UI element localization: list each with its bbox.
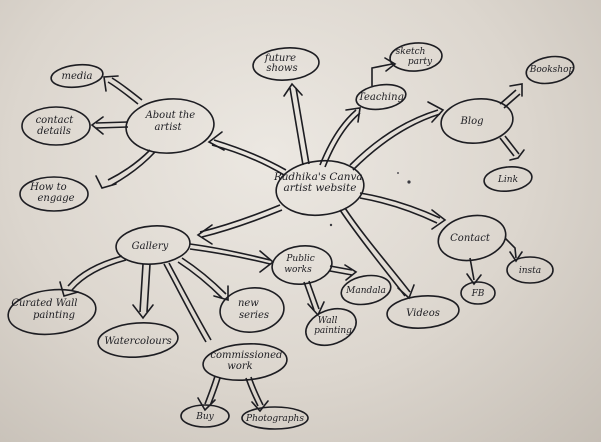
connector-center-gallery [196,204,283,245]
node-blog-bottom-label: Link [497,175,518,185]
node-contact-insta: insta [506,256,554,284]
connector-center-teaching [319,107,361,168]
connector-commissioned-photographs [245,376,269,413]
node-commissioned-buy-label: Buy [195,412,214,422]
node-public-wall-label: Wall painting [314,316,352,336]
node-center: Radhika's Canva artist website [273,159,366,217]
connector-public-wall [303,280,325,317]
node-public-works: Public works [271,245,333,285]
connector-contact-fb [466,257,482,286]
node-about-label: About the artist [145,110,199,133]
connector-gallery-public [189,243,275,273]
node-sketch-party: sketch party [389,42,443,72]
node-about-engage: How to engage [19,176,89,212]
node-public-mandala-label: Mandala [345,286,386,296]
node-about-media: media [50,63,104,89]
node-gallery-watercolours: Watercolours [97,322,179,358]
node-gallery-watercolours-label: Watercolours [104,336,171,347]
node-public-mandala: Mandala [340,274,392,306]
node-gallery-commissioned-label: commissioned work [210,350,285,372]
connector-center-about [207,131,287,176]
ink-smudges [329,172,411,227]
connector-about-engage [95,149,156,189]
connector-commissioned-buy [197,375,221,412]
node-blog-top-label: Bookshop [529,65,575,75]
connector-gallery-newseries [177,257,229,302]
node-gallery-newseries: new series [219,287,285,333]
connector-gallery-commissioned [163,262,212,343]
connector-about-media [103,75,143,105]
node-sketch-party-label: sketch party [396,47,433,67]
node-videos: Videos [386,295,460,329]
node-future-shows-label: future shows [264,53,300,74]
node-about-contact: contact details [21,106,91,146]
node-blog-label: Blog [460,116,484,127]
connector-teaching-sketch [371,57,397,86]
node-contact: Contact [437,214,507,262]
node-blog-top: Bookshop [525,55,575,85]
node-contact-fb-label: FB [471,289,485,299]
connector-center-contact [359,192,447,230]
node-about-contact-label: contact details [36,115,77,137]
node-contact-insta-label: insta [519,266,541,276]
node-about: About the artist [125,98,215,154]
node-commissioned-buy: Buy [180,404,230,428]
node-gallery-label: Gallery [132,241,169,252]
node-gallery-curated: Curated Wall painting [7,288,97,336]
node-contact-label: Contact [450,233,491,244]
node-gallery-newseries-label: new series [238,298,269,321]
node-blog: Blog [440,97,514,145]
connector-contact-insta [504,237,523,263]
node-blog-bottom: Link [483,166,533,192]
node-center-label: Radhika's Canva artist website [273,171,366,194]
node-about-engage-label: How to engage [29,182,74,204]
connector-about-contact [90,116,129,135]
connector-center-blog [349,101,445,171]
connector-center-future [283,82,310,166]
node-future-shows: future shows [252,47,320,81]
connector-gallery-curated [59,255,127,297]
node-gallery-curated-label: Curated Wall painting [11,298,80,321]
connector-public-mandala [329,264,358,281]
connector-gallery-watercolours [132,263,154,320]
node-about-media-label: media [62,71,93,82]
connector-blog-bottom [499,135,525,161]
node-public-wall: Wall painting [305,307,357,347]
node-commissioned-photographs-label: Photographs [245,414,304,424]
node-public-works-label: Public works [284,254,317,275]
node-gallery-commissioned: commissioned work [202,343,288,381]
node-teaching-label: Teaching [358,92,404,103]
node-gallery: Gallery [115,225,191,265]
connector-center-videos [339,207,415,300]
node-commissioned-photographs: Photographs [241,406,309,430]
node-videos-label: Videos [406,308,440,319]
node-contact-fb: FB [460,281,496,305]
node-teaching: Teaching [355,83,407,111]
